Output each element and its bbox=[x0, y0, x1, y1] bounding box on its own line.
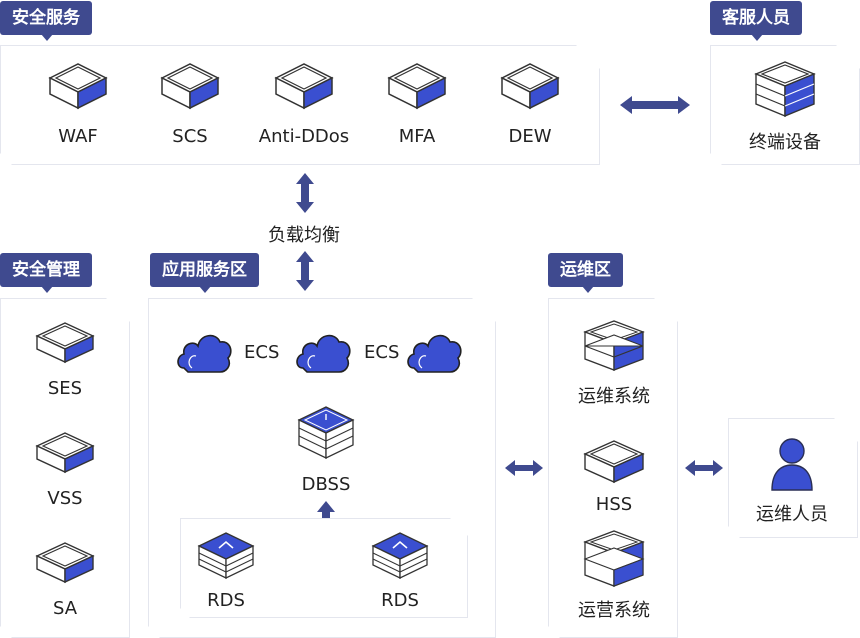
ses-label: SES bbox=[47, 378, 83, 399]
terminal-device-icon bbox=[754, 61, 816, 118]
ops-system-label: 运维系统 bbox=[578, 386, 650, 407]
vertical-arrow-icon bbox=[296, 173, 314, 213]
mfa-node[interactable]: MFA bbox=[377, 58, 457, 147]
server-icon bbox=[500, 63, 560, 110]
cloud-icon bbox=[407, 334, 462, 373]
server-icon bbox=[160, 63, 220, 110]
ops-staff-node[interactable]: 运维人员 bbox=[740, 434, 844, 526]
rds-2-node[interactable]: RDS bbox=[360, 528, 440, 611]
anti-ddos-node[interactable]: Anti-DDos bbox=[256, 58, 352, 147]
ops-staff-label: 运维人员 bbox=[756, 504, 828, 525]
operation-system-label: 运营系统 bbox=[578, 600, 650, 621]
dbss-label: DBSS bbox=[301, 474, 351, 495]
database-icon bbox=[197, 532, 255, 580]
double-arrow-icon bbox=[505, 460, 543, 476]
security-service-tag: 安全服务 bbox=[0, 1, 92, 41]
ecs-1-label: ECS bbox=[244, 342, 280, 363]
dew-node[interactable]: DEW bbox=[490, 58, 570, 147]
rds-1-node[interactable]: RDS bbox=[186, 528, 266, 611]
database-security-icon bbox=[297, 406, 355, 460]
ops-system-node[interactable]: 运维系统 bbox=[562, 318, 666, 408]
hss-node[interactable]: HSS bbox=[562, 436, 666, 515]
ses-node[interactable]: SES bbox=[24, 318, 106, 399]
scs-node[interactable]: SCS bbox=[150, 58, 230, 147]
mfa-label: MFA bbox=[398, 126, 436, 147]
server-icon bbox=[274, 63, 334, 110]
hss-label: HSS bbox=[595, 494, 633, 515]
double-arrow-icon bbox=[620, 96, 690, 114]
server-icon bbox=[387, 63, 447, 110]
customer-staff-tag: 客服人员 bbox=[710, 1, 802, 41]
dbss-node[interactable]: DBSS bbox=[286, 402, 366, 495]
cloud-icon bbox=[296, 334, 351, 373]
rds-1-label: RDS bbox=[207, 590, 245, 611]
scs-label: SCS bbox=[172, 126, 208, 147]
dew-label: DEW bbox=[508, 126, 552, 147]
database-icon bbox=[371, 532, 429, 580]
sa-label: SA bbox=[52, 598, 78, 619]
waf-node[interactable]: WAF bbox=[38, 58, 118, 147]
vss-node[interactable]: VSS bbox=[24, 428, 106, 509]
app-zone-tag: 应用服务区 bbox=[150, 253, 259, 293]
sa-node[interactable]: SA bbox=[24, 538, 106, 619]
ecs-2-label: ECS bbox=[364, 342, 400, 363]
terminal-label: 终端设备 bbox=[749, 132, 821, 153]
anti-ddos-label: Anti-DDos bbox=[258, 126, 350, 147]
terminal-node[interactable]: 终端设备 bbox=[730, 58, 840, 154]
server-icon bbox=[35, 542, 95, 584]
server-icon bbox=[35, 322, 95, 364]
ops-zone-tag: 运维区 bbox=[548, 253, 623, 293]
server-icon bbox=[35, 432, 95, 474]
operation-system-node[interactable]: 运营系统 bbox=[562, 528, 666, 622]
server-stack-icon bbox=[583, 530, 645, 587]
rds-2-label: RDS bbox=[381, 590, 419, 611]
server-icon bbox=[583, 440, 645, 484]
load-balance-label: 负载均衡 bbox=[268, 225, 340, 246]
cloud-icon bbox=[177, 334, 232, 373]
double-arrow-icon bbox=[685, 460, 723, 476]
server-stack-icon bbox=[583, 320, 645, 371]
security-mgmt-tag: 安全管理 bbox=[0, 253, 92, 293]
server-icon bbox=[48, 63, 108, 110]
waf-label: WAF bbox=[58, 126, 98, 147]
vertical-arrow-icon bbox=[296, 251, 314, 291]
person-icon bbox=[771, 438, 813, 491]
vss-label: VSS bbox=[47, 488, 83, 509]
